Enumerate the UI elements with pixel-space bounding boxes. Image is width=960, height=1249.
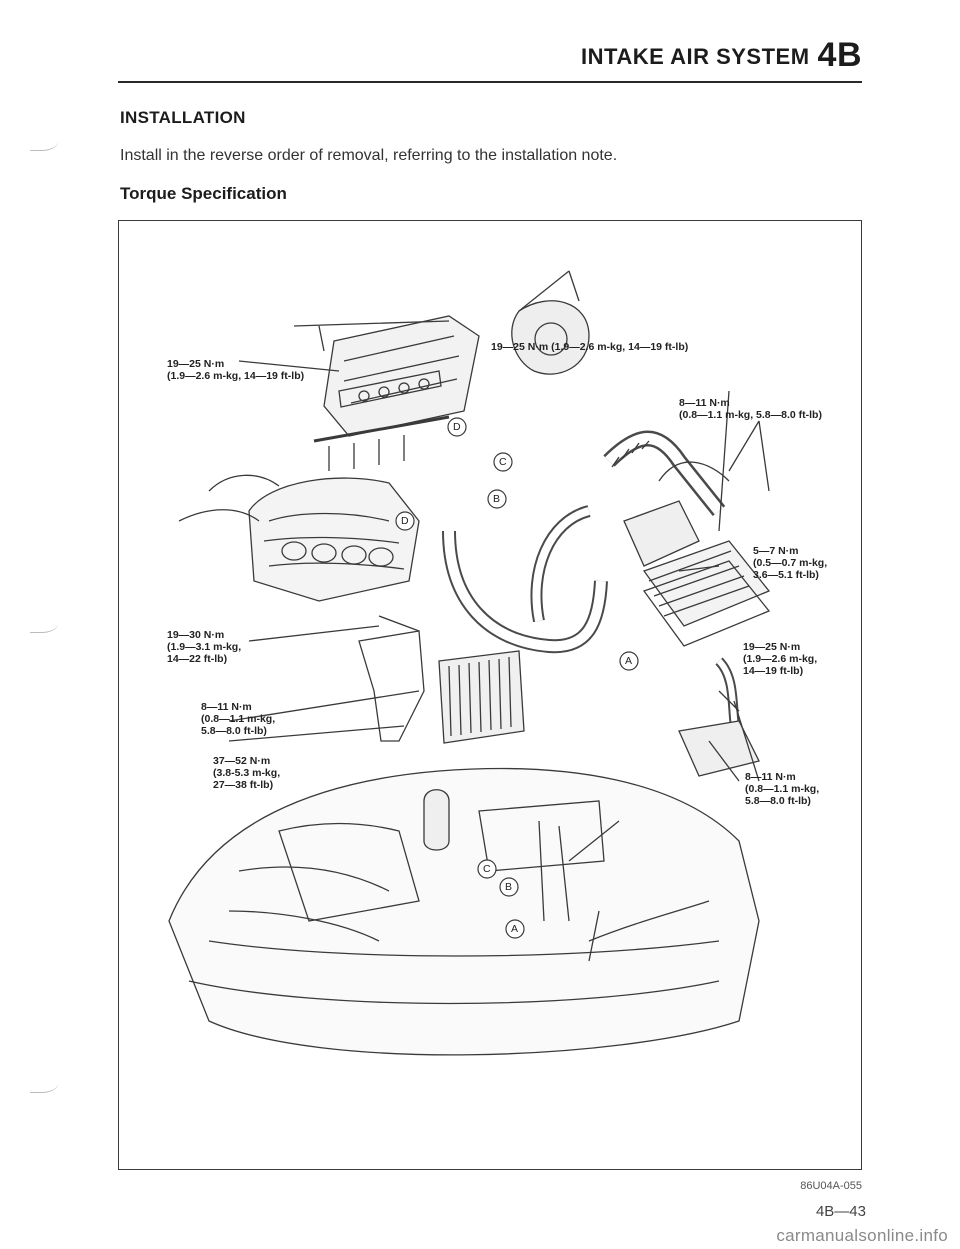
installation-heading: INSTALLATION — [120, 108, 246, 127]
marker-c: C — [499, 456, 507, 468]
air-flow-meter — [623, 500, 700, 567]
margin-mark — [30, 136, 58, 151]
torque-label-top-center: 19—25 N·m (1.9—2.6 m-kg, 14—19 ft-lb) — [491, 341, 689, 353]
marker-a: A — [625, 655, 633, 667]
torque-label-left-lower-2: 37—52 N·m (3.8-5.3 m-kg, 27—38 ft-lb) — [213, 755, 281, 791]
intake-manifold — [248, 477, 420, 602]
marker-c: C — [483, 863, 491, 875]
marker-b: B — [505, 881, 513, 893]
car-body — [168, 767, 760, 1056]
marker-d: D — [453, 421, 461, 433]
marker-b: B — [493, 493, 501, 505]
torque-label-right-upper: 8—11 N·m (0.8—1.1 m-kg, 5.8—8.0 ft-lb) — [679, 397, 822, 421]
torque-label-right-mid: 5—7 N·m (0.5—0.7 m-kg, 3.6—5.1 ft-lb) — [753, 545, 828, 581]
header-title: INTAKE AIR SYSTEM — [581, 44, 810, 69]
cylinder-head — [323, 315, 480, 437]
section-number: 4B — [817, 36, 862, 74]
marker-d: D — [401, 515, 409, 527]
torque-label-right-lower: 19—25 N·m (1.9—2.6 m-kg, 14—19 ft-lb) — [743, 641, 818, 677]
margin-mark — [30, 1078, 58, 1093]
throttle-body — [511, 300, 590, 375]
charcoal-canister — [423, 789, 450, 851]
marker-a: A — [511, 923, 519, 935]
torque-label-left-lower-1: 8—11 N·m (0.8—1.1 m-kg, 5.8—8.0 ft-lb) — [201, 701, 276, 737]
mounting-bracket — [358, 630, 425, 742]
resonator — [678, 720, 760, 777]
figure-frame: 19—25 N·m (1.9—2.6 m-kg, 14—19 ft-lb) 19… — [118, 220, 862, 1170]
torque-label-left-mid: 19—30 N·m (1.9—3.1 m-kg, 14—22 ft-lb) — [167, 629, 242, 665]
margin-mark — [30, 618, 58, 633]
torque-label-right-bottom: 8—11 N·m (0.8—1.1 m-kg, 5.8—8.0 ft-lb) — [745, 771, 820, 807]
page-number: 4B—43 — [815, 1203, 866, 1220]
torque-heading: Torque Specification — [120, 184, 287, 203]
intake-hose — [442, 530, 608, 654]
figure-code: 86U04A-055 — [800, 1180, 862, 1192]
air-cleaner — [642, 540, 771, 627]
header-rule — [118, 81, 862, 83]
gasket — [338, 370, 442, 408]
callout-markers — [395, 417, 639, 939]
engine-diagram — [168, 270, 771, 1056]
installation-text: Install in the reverse order of removal,… — [120, 147, 618, 164]
torque-label-top-left: 19—25 N·m (1.9—2.6 m-kg, 14—19 ft-lb) — [167, 358, 305, 382]
page-header: INTAKE AIR SYSTEM 4B — [581, 36, 862, 74]
fuel-rail — [313, 415, 450, 443]
watermark: carmanualsonline.info — [776, 1226, 948, 1245]
